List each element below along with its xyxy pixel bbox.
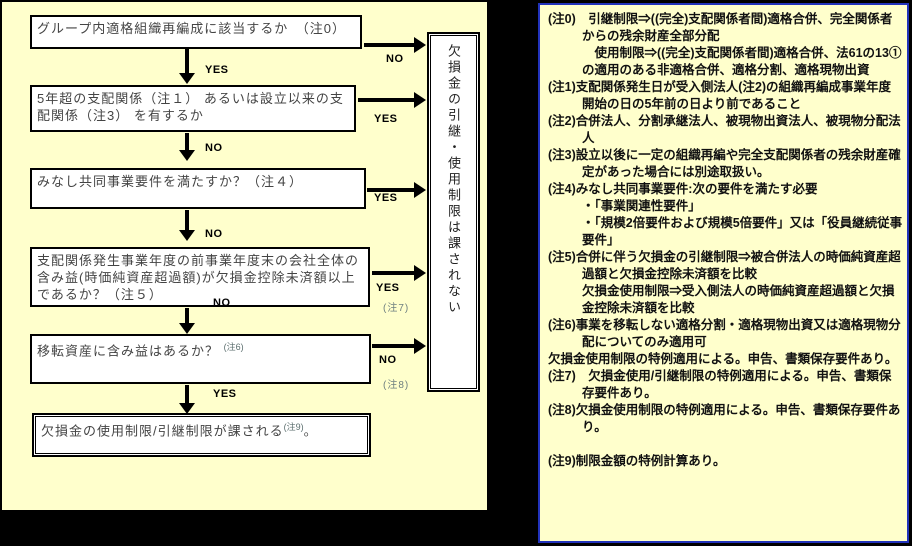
flowchart-panel: グループ内適格組織再編成に該当するか （注0） 5年超の支配関係（注１） あるい… <box>2 2 487 510</box>
flow-box-5year-control: 5年超の支配関係（注１） あるいは設立以来の支配関係（注3） を有するか <box>30 85 356 132</box>
flow-box-text: 欠損金の使用制限/引継制限が課される <box>41 423 284 439</box>
note-line: (注1)支配関係発生日が受入側法人(注2)の組織再編成事業年度開始の日の5年前の… <box>548 80 892 111</box>
flow-box-text: 移転資産に含み益はあるか？ <box>37 343 224 359</box>
note-line: (注0) 引継制限⇒((完全)支配関係者間)適格合併、完全関係者からの残余財産全… <box>548 12 893 43</box>
notes-panel: (注0) 引継制限⇒((完全)支配関係者間)適格合併、完全関係者からの残余財産全… <box>538 3 909 543</box>
arrow-down-icon <box>179 49 195 84</box>
flow-box-no-restriction: 欠損金の引継・使用制限は課されない <box>427 32 480 392</box>
note-line: ・「規模2倍要件および規模5倍要件」又は「役員継続従事要件」 <box>582 216 903 247</box>
flow-box-transferred-assets: 移転資産に含み益はあるか？ (注6) <box>30 334 371 384</box>
note-line: (注8)欠損金使用制限の特例適用による。申告、書類保存要件あり。 <box>548 403 901 434</box>
note-label: (注6) <box>548 318 576 332</box>
note-line: (注5)合併に伴う欠損金の引継制限⇒被合併法人の時価純資産超過額と欠損金控除未済… <box>548 250 901 281</box>
notes-list: (注0) 引継制限⇒((完全)支配関係者間)適格合併、完全関係者からの残余財産全… <box>540 5 907 476</box>
flow-box-group-reorg: グループ内適格組織再編成に該当するか （注0） <box>30 15 362 49</box>
flow-box-inner: 欠損金の使用制限/引継制限が課される(注9)。 <box>35 416 368 454</box>
arrow-right-icon <box>367 182 426 198</box>
right-arrow-note-ref: (注7) <box>383 303 410 314</box>
note-spacer <box>548 436 903 453</box>
vertical-result-text: 欠損金の引継・使用制限は課されない <box>446 44 461 316</box>
down-arrow-label: YES <box>205 64 229 76</box>
note-line: (注6)事業を移転しない適格分割・適格現物出資又は適格現物分配についてのみ適用可 <box>548 318 901 349</box>
note-line: (注3)設立以後に一定の組織再編や完全支配関係者の残余財産確定があった場合には別… <box>548 148 901 179</box>
flow-box-text: みなし共同事業要件を満たすか？（注４） <box>37 174 304 189</box>
note-line: 欠損金使用制限の特例適用による。申告、書類保存要件あり。 <box>548 352 898 366</box>
right-arrow-label: NO <box>386 53 404 65</box>
arrow-down-icon <box>179 133 195 161</box>
arrow-down-icon <box>179 308 195 334</box>
note-line: (注9)制限金額の特例計算あり。 <box>548 454 726 468</box>
note-label: (注3) <box>548 148 576 162</box>
note-ref-sup: (注6) <box>223 342 244 352</box>
note-line: ・「事業関連性要件」 <box>582 199 701 213</box>
note-line: 使用制限⇒((完全)支配関係者間)適格合併、法61の13①の適用のある非適格合併… <box>582 46 902 77</box>
arrow-down-icon <box>179 385 195 414</box>
note-label: (注2) <box>548 114 576 128</box>
right-arrow-label: YES <box>374 113 398 125</box>
note-line: (注7) 欠損金使用/引継制限の特例適用による。申告、書類保存要件あり。 <box>548 369 892 400</box>
arrow-right-icon <box>358 92 426 108</box>
right-arrow-label: YES <box>376 282 400 294</box>
note-label: (注0) <box>548 12 576 26</box>
flow-box-joint-business: みなし共同事業要件を満たすか？（注４） <box>30 168 366 209</box>
note-label: (注9) <box>548 454 576 468</box>
flow-box-text: 5年超の支配関係（注１） あるいは設立以来の支配関係（注3） を有するか <box>37 91 344 123</box>
down-arrow-label: NO <box>205 228 223 240</box>
note-line: (注2)合併法人、分割承継法人、被現物出資法人、被現物分配法人 <box>548 114 901 145</box>
flow-box-restriction-imposed: 欠損金の使用制限/引継制限が課される(注9)。 <box>32 413 371 457</box>
down-arrow-label: NO <box>205 142 223 154</box>
arrow-right-icon <box>372 338 426 354</box>
down-arrow-label: NO <box>213 297 231 309</box>
note-label: (注7) <box>548 369 576 383</box>
flow-box-text: 支配関係発生事業年度の前事業年度末の会社全体の含み益(時価純資産超過額)が欠損金… <box>37 253 360 302</box>
note-ref-sup: (注9) <box>283 422 304 432</box>
note-label: (注5) <box>548 250 576 264</box>
note-line: (注4)みなし共同事業要件:次の要件を満たす必要 <box>548 182 818 196</box>
flow-box-unrealized-gain-company: 支配関係発生事業年度の前事業年度末の会社全体の含み益(時価純資産超過額)が欠損金… <box>30 247 370 307</box>
arrow-right-icon <box>364 37 426 53</box>
arrow-down-icon <box>179 210 195 241</box>
down-arrow-label: YES <box>213 388 237 400</box>
right-arrow-note-ref: (注8) <box>383 380 410 391</box>
note-label: (注4) <box>548 182 576 196</box>
note-label: (注8) <box>548 403 576 417</box>
right-arrow-label: YES <box>374 192 398 204</box>
note-label: (注1) <box>548 80 576 94</box>
note-line: 欠損金使用制限⇒受入側法人の時価純資産超過額と欠損金控除未済額を比較 <box>582 284 895 315</box>
arrow-right-icon <box>372 265 426 281</box>
right-arrow-label: NO <box>379 354 397 366</box>
flow-box-text-suffix: 。 <box>303 423 318 439</box>
flow-box-text: グループ内適格組織再編成に該当するか （注0） <box>37 21 346 36</box>
flow-box-inner: 欠損金の引継・使用制限は課されない <box>430 35 477 389</box>
